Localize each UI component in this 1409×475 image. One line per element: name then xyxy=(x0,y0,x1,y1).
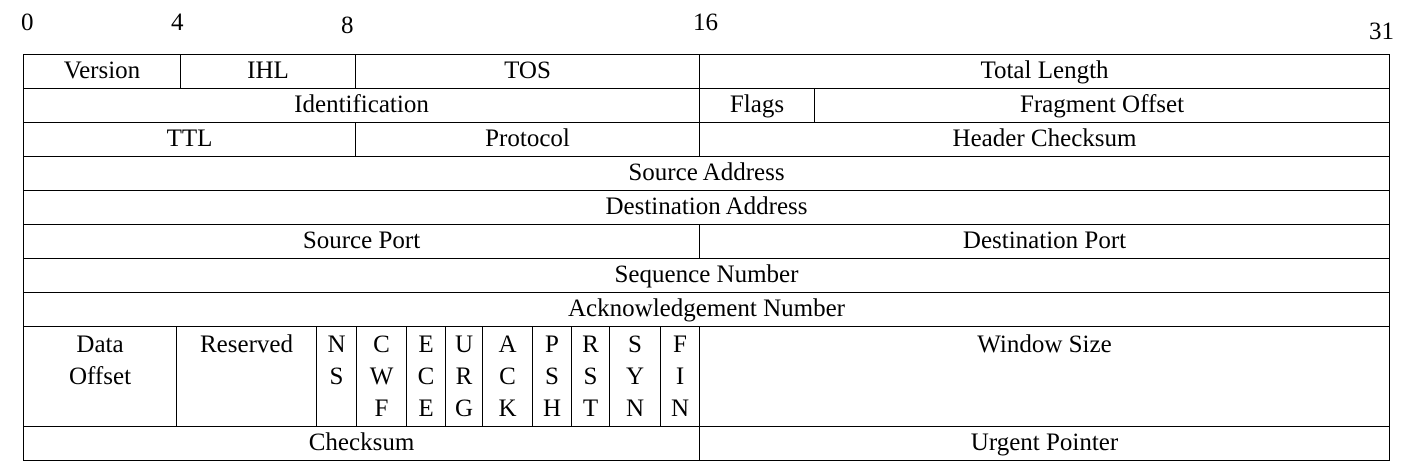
field-fragment-offset: Fragment Offset xyxy=(815,89,1390,123)
field-total-length: Total Length xyxy=(700,55,1390,89)
flag-syn: S Y N xyxy=(610,327,661,427)
field-ttl: TTL xyxy=(24,123,356,157)
bit-marker-8: 8 xyxy=(341,12,354,39)
flag-ece: E C E xyxy=(407,327,446,427)
field-destination-port: Destination Port xyxy=(700,225,1390,259)
field-protocol: Protocol xyxy=(356,123,700,157)
flag-ack: A C K xyxy=(483,327,533,427)
field-window-size: Window Size xyxy=(700,327,1390,427)
field-sequence-number: Sequence Number xyxy=(24,259,1390,293)
field-data-offset: Data Offset xyxy=(24,327,177,427)
field-version: Version xyxy=(24,55,181,89)
bit-marker-4: 4 xyxy=(171,9,184,36)
field-acknowledgement-number: Acknowledgement Number xyxy=(24,293,1390,327)
flag-psh: P S H xyxy=(533,327,572,427)
flag-rst: R S T xyxy=(572,327,610,427)
bit-marker-16: 16 xyxy=(693,9,718,36)
field-identification: Identification xyxy=(24,89,700,123)
field-flags: Flags xyxy=(700,89,815,123)
field-urgent-pointer: Urgent Pointer xyxy=(700,427,1390,461)
flag-ns: N S xyxy=(317,327,357,427)
flag-urg: U R G xyxy=(446,327,483,427)
flag-fin: F I N xyxy=(661,327,700,427)
field-source-port: Source Port xyxy=(24,225,700,259)
field-header-checksum: Header Checksum xyxy=(700,123,1390,157)
flag-cwf: C W F xyxy=(357,327,407,427)
bit-marker-31: 31 xyxy=(1369,18,1394,45)
field-source-address: Source Address xyxy=(24,157,1390,191)
field-ihl: IHL xyxy=(181,55,356,89)
field-checksum: Checksum xyxy=(24,427,700,461)
bit-marker-0: 0 xyxy=(21,9,34,36)
field-reserved: Reserved xyxy=(177,327,317,427)
field-destination-address: Destination Address xyxy=(24,191,1390,225)
packet-header-diagram: Version IHL TOS Total Length Identificat… xyxy=(23,54,1390,461)
field-tos: TOS xyxy=(356,55,700,89)
